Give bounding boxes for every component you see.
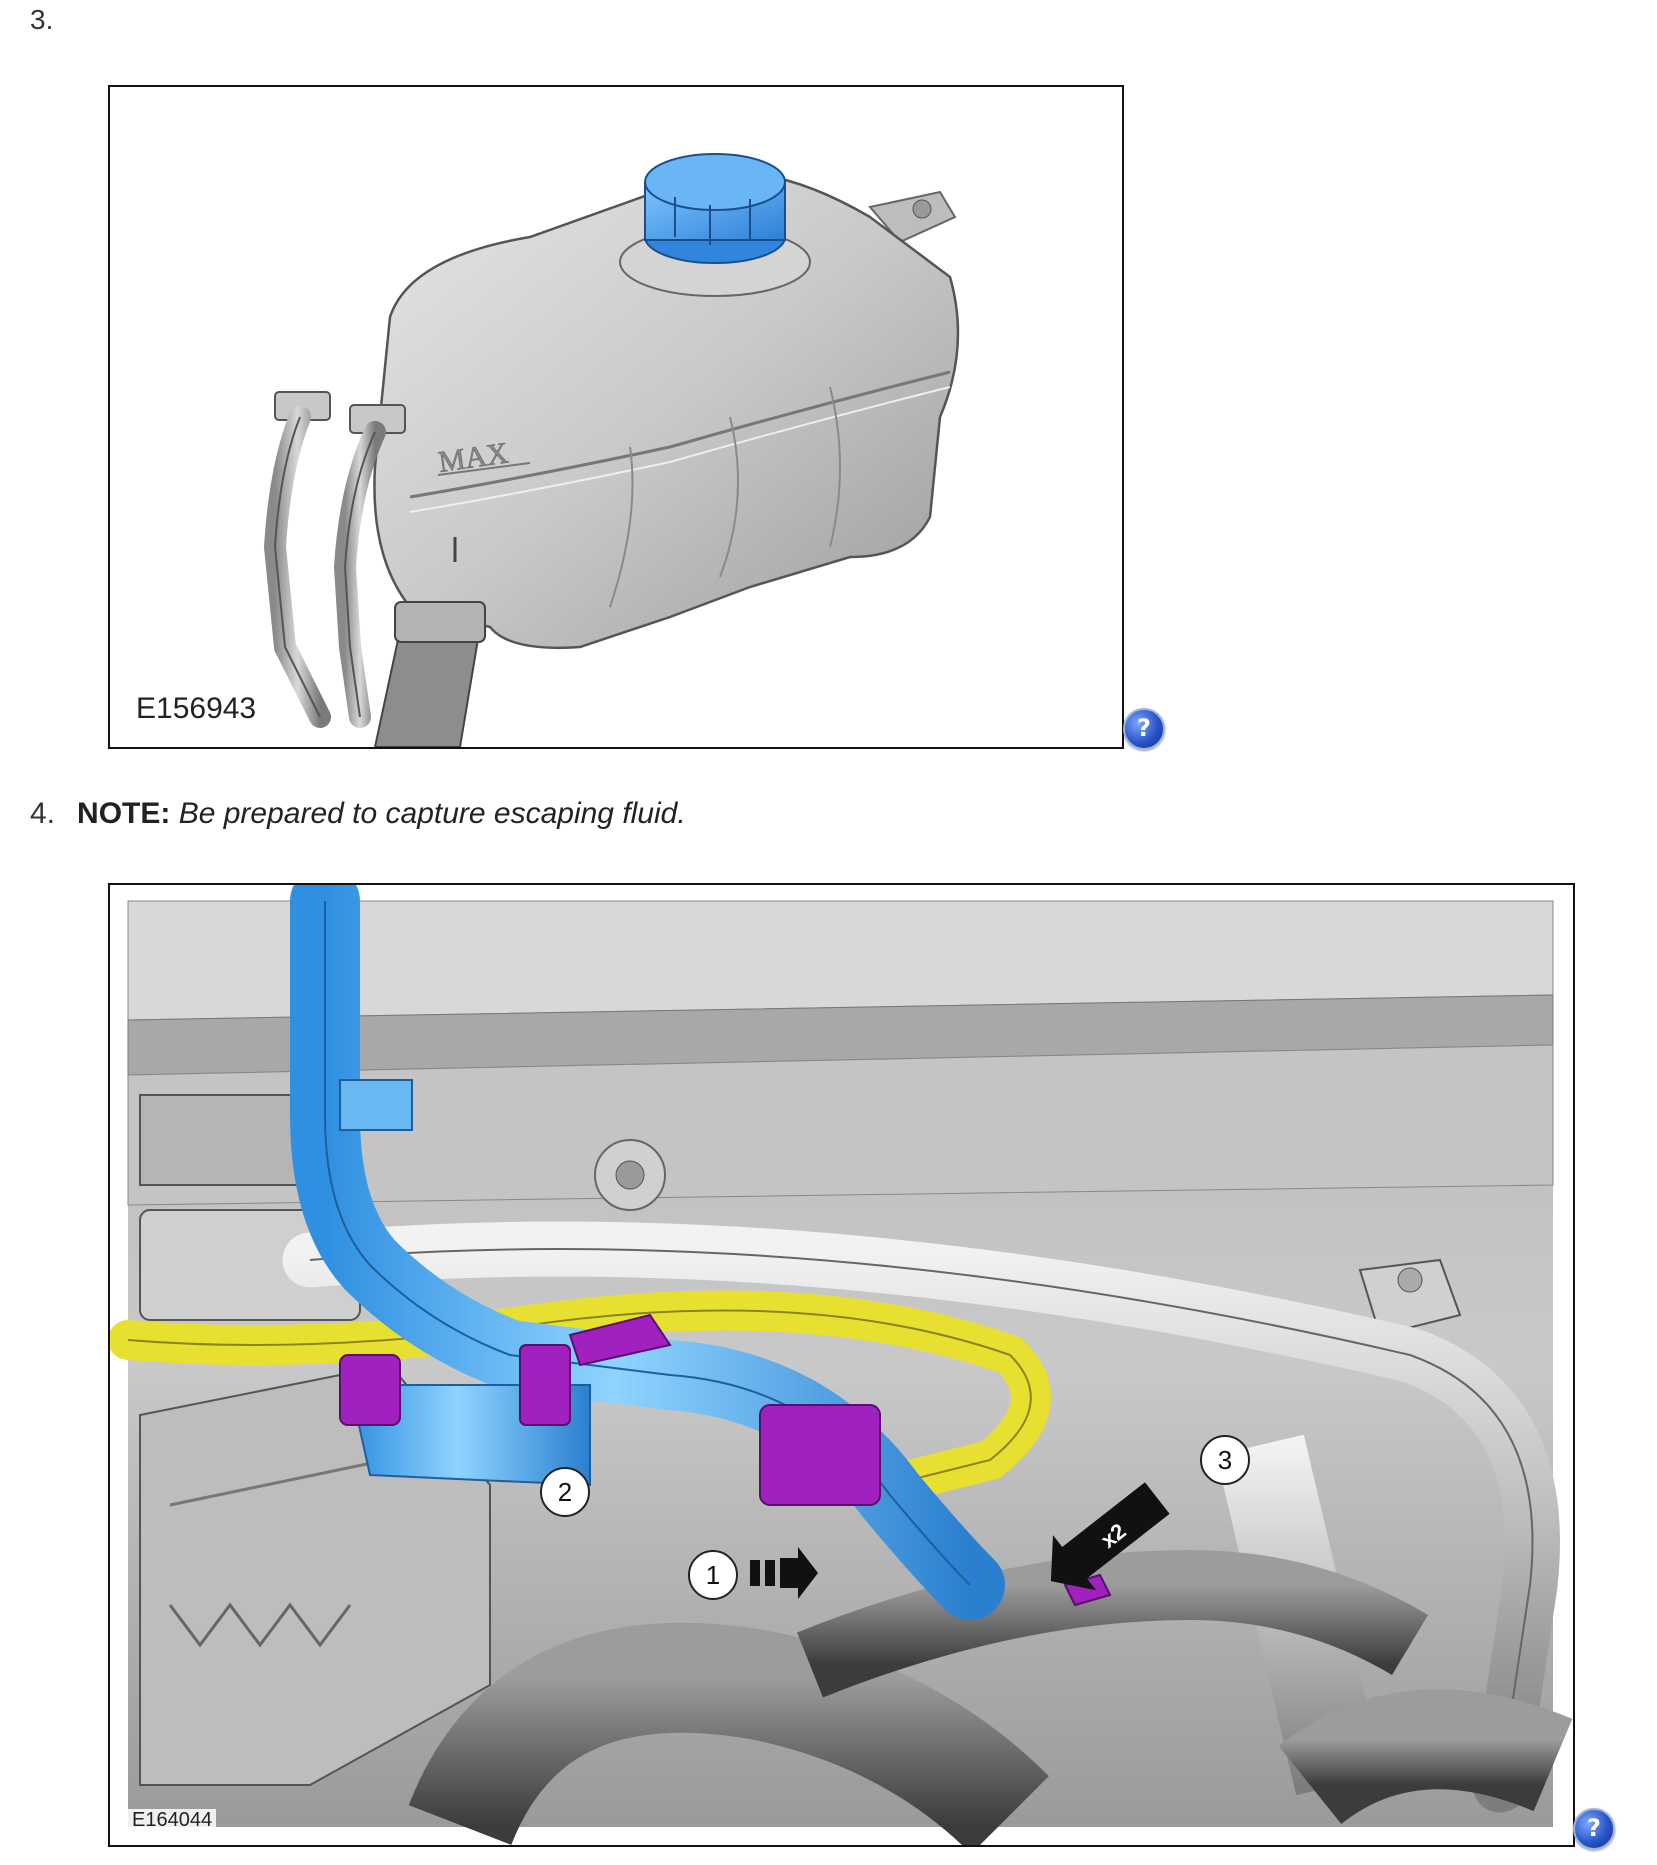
figure-expansion-tank: MAX E156943 bbox=[108, 85, 1124, 749]
expansion-tank-illustration: MAX bbox=[263, 153, 960, 747]
callout-1: 1 bbox=[688, 1550, 738, 1600]
direction-arrow-icon bbox=[750, 1547, 818, 1599]
figure-id-label: E156943 bbox=[136, 692, 257, 726]
callout-3: 3 bbox=[1200, 1435, 1250, 1485]
note-text: Be prepared to capture escaping fluid. bbox=[178, 797, 686, 830]
note-label: NOTE: bbox=[77, 797, 171, 830]
step-4-note: 4. NOTE: Be prepared to capture escaping … bbox=[30, 797, 686, 831]
help-question-icon[interactable]: ? bbox=[1573, 1808, 1615, 1850]
coolant-hose-illustration: x2 bbox=[110, 885, 1573, 1845]
step-number-4: 4. bbox=[30, 797, 56, 830]
help-question-icon[interactable]: ? bbox=[1123, 708, 1165, 750]
figure-coolant-hose: x2 1 2 3 E164044 bbox=[108, 883, 1575, 1847]
step-number-3: 3. bbox=[30, 4, 54, 35]
figure-id-label: E164044 bbox=[128, 1809, 217, 1832]
release-arrow-icon: x2 bbox=[1050, 1482, 1170, 1591]
callout-2: 2 bbox=[540, 1467, 590, 1517]
